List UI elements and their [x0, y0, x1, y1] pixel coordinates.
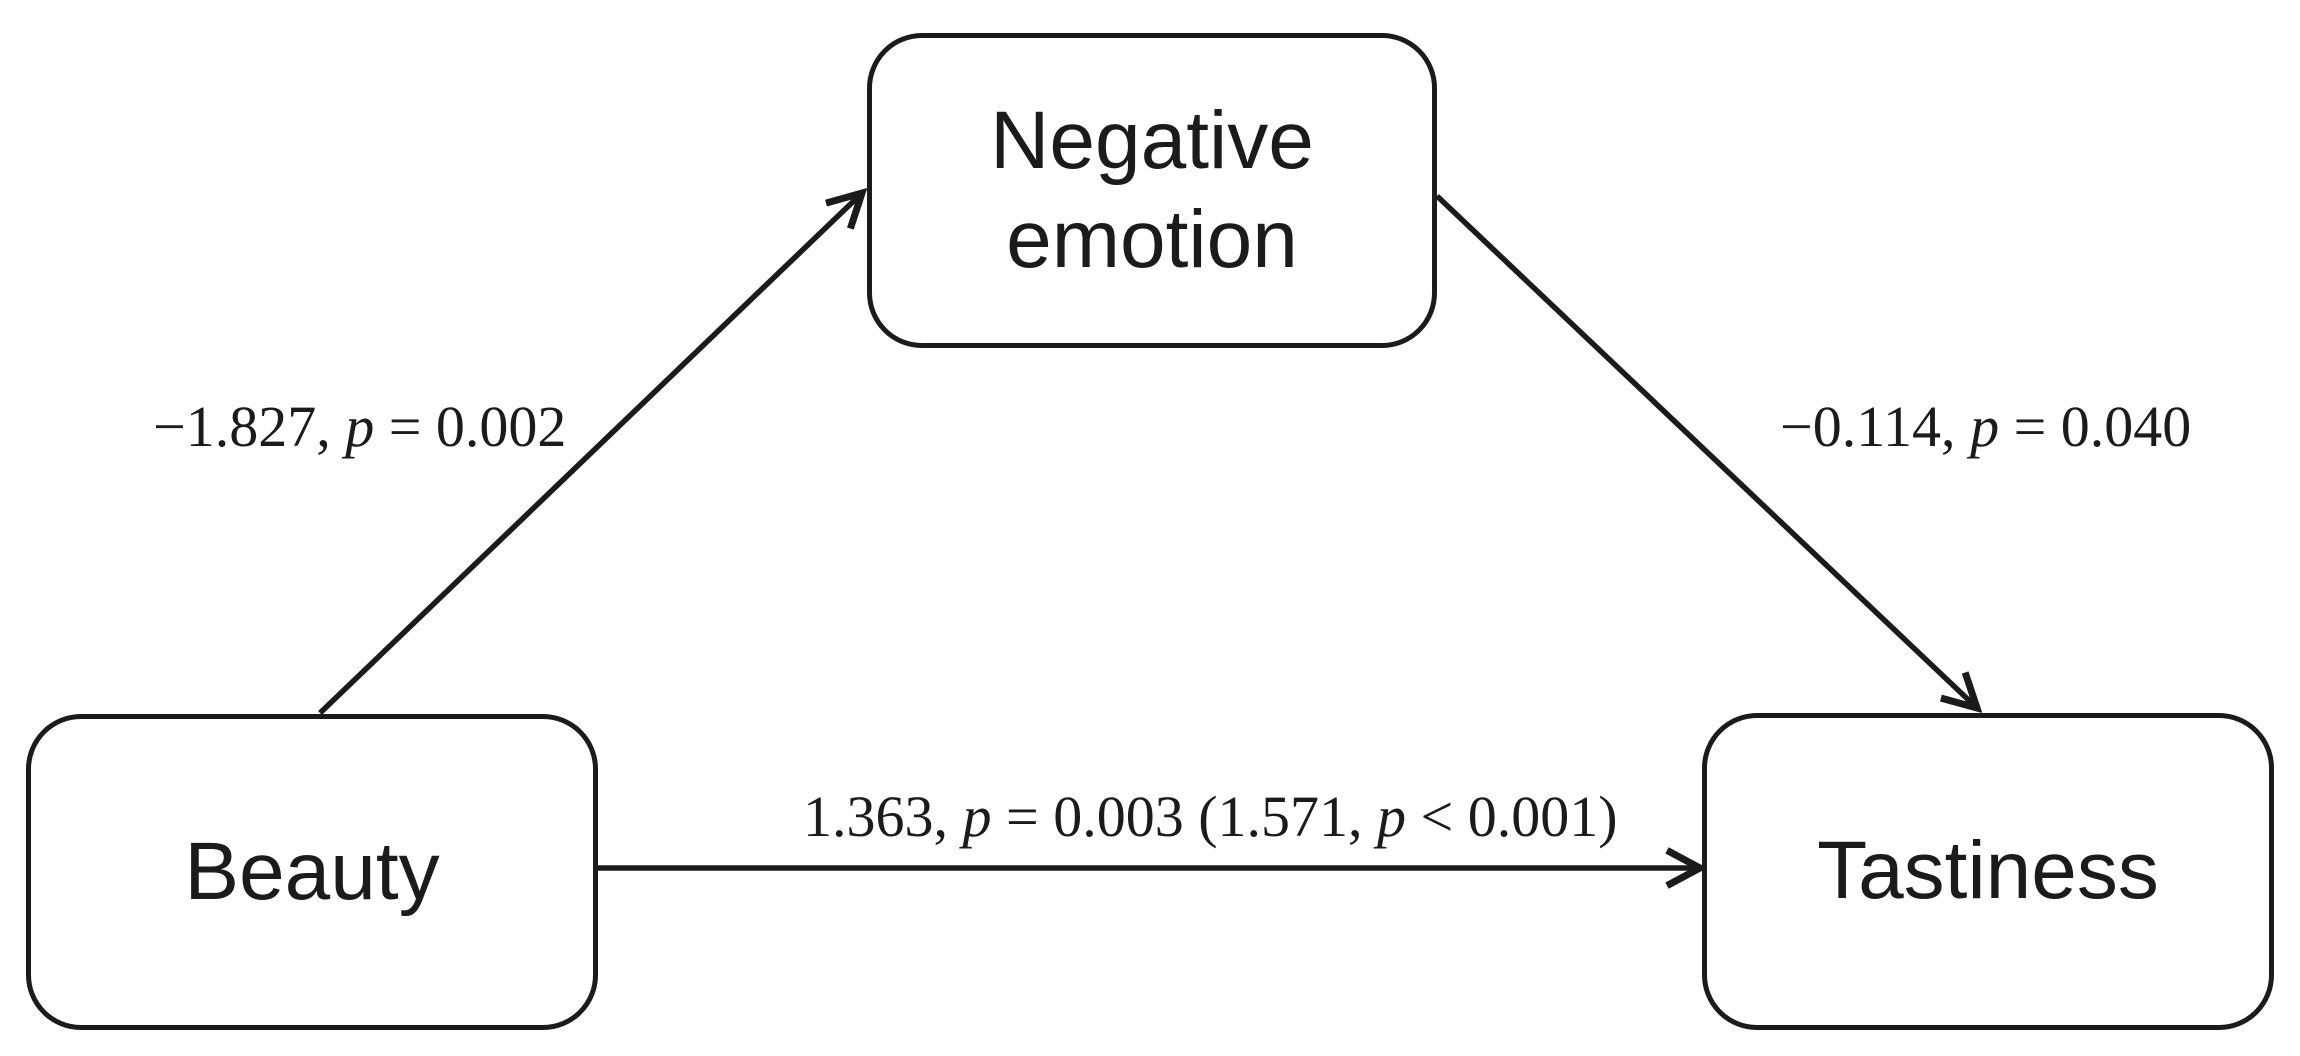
edge-label-beauty-to-negative-emotion: −1.827, p = 0.002 [95, 340, 566, 514]
coefficient-text: 1.363, [803, 784, 963, 849]
edge-label-beauty-to-tastiness: 1.363, p = 0.003 (1.571, p < 0.001) [745, 730, 1618, 904]
node-tastiness-label: Tastiness [1817, 825, 2159, 917]
edge-label-negative-emotion-to-tastiness: −0.114, p = 0.040 [1722, 340, 2191, 514]
p-symbol: p [1377, 784, 1407, 849]
p-symbol: p [1970, 394, 2000, 459]
coefficient-text: −0.114, [1780, 394, 1971, 459]
coefficient-text-direct: = 0.003 (1.571, [991, 784, 1378, 849]
arrow-negative-emotion-to-tastiness [1435, 194, 1977, 708]
node-negative-emotion-label: Negative emotion [990, 95, 1314, 285]
node-beauty: Beauty [26, 714, 598, 1030]
p-value-text: = 0.002 [374, 394, 567, 459]
node-beauty-label: Beauty [184, 825, 440, 917]
p-symbol: p [345, 394, 375, 459]
p-value-text: < 0.001) [1406, 784, 1618, 849]
p-symbol: p [962, 784, 992, 849]
arrow-beauty-to-negative-emotion [318, 193, 862, 715]
p-value-text: = 0.040 [1999, 394, 2192, 459]
node-negative-emotion: Negative emotion [867, 33, 1437, 348]
coefficient-text: −1.827, [153, 394, 346, 459]
node-tastiness: Tastiness [1702, 713, 2274, 1030]
